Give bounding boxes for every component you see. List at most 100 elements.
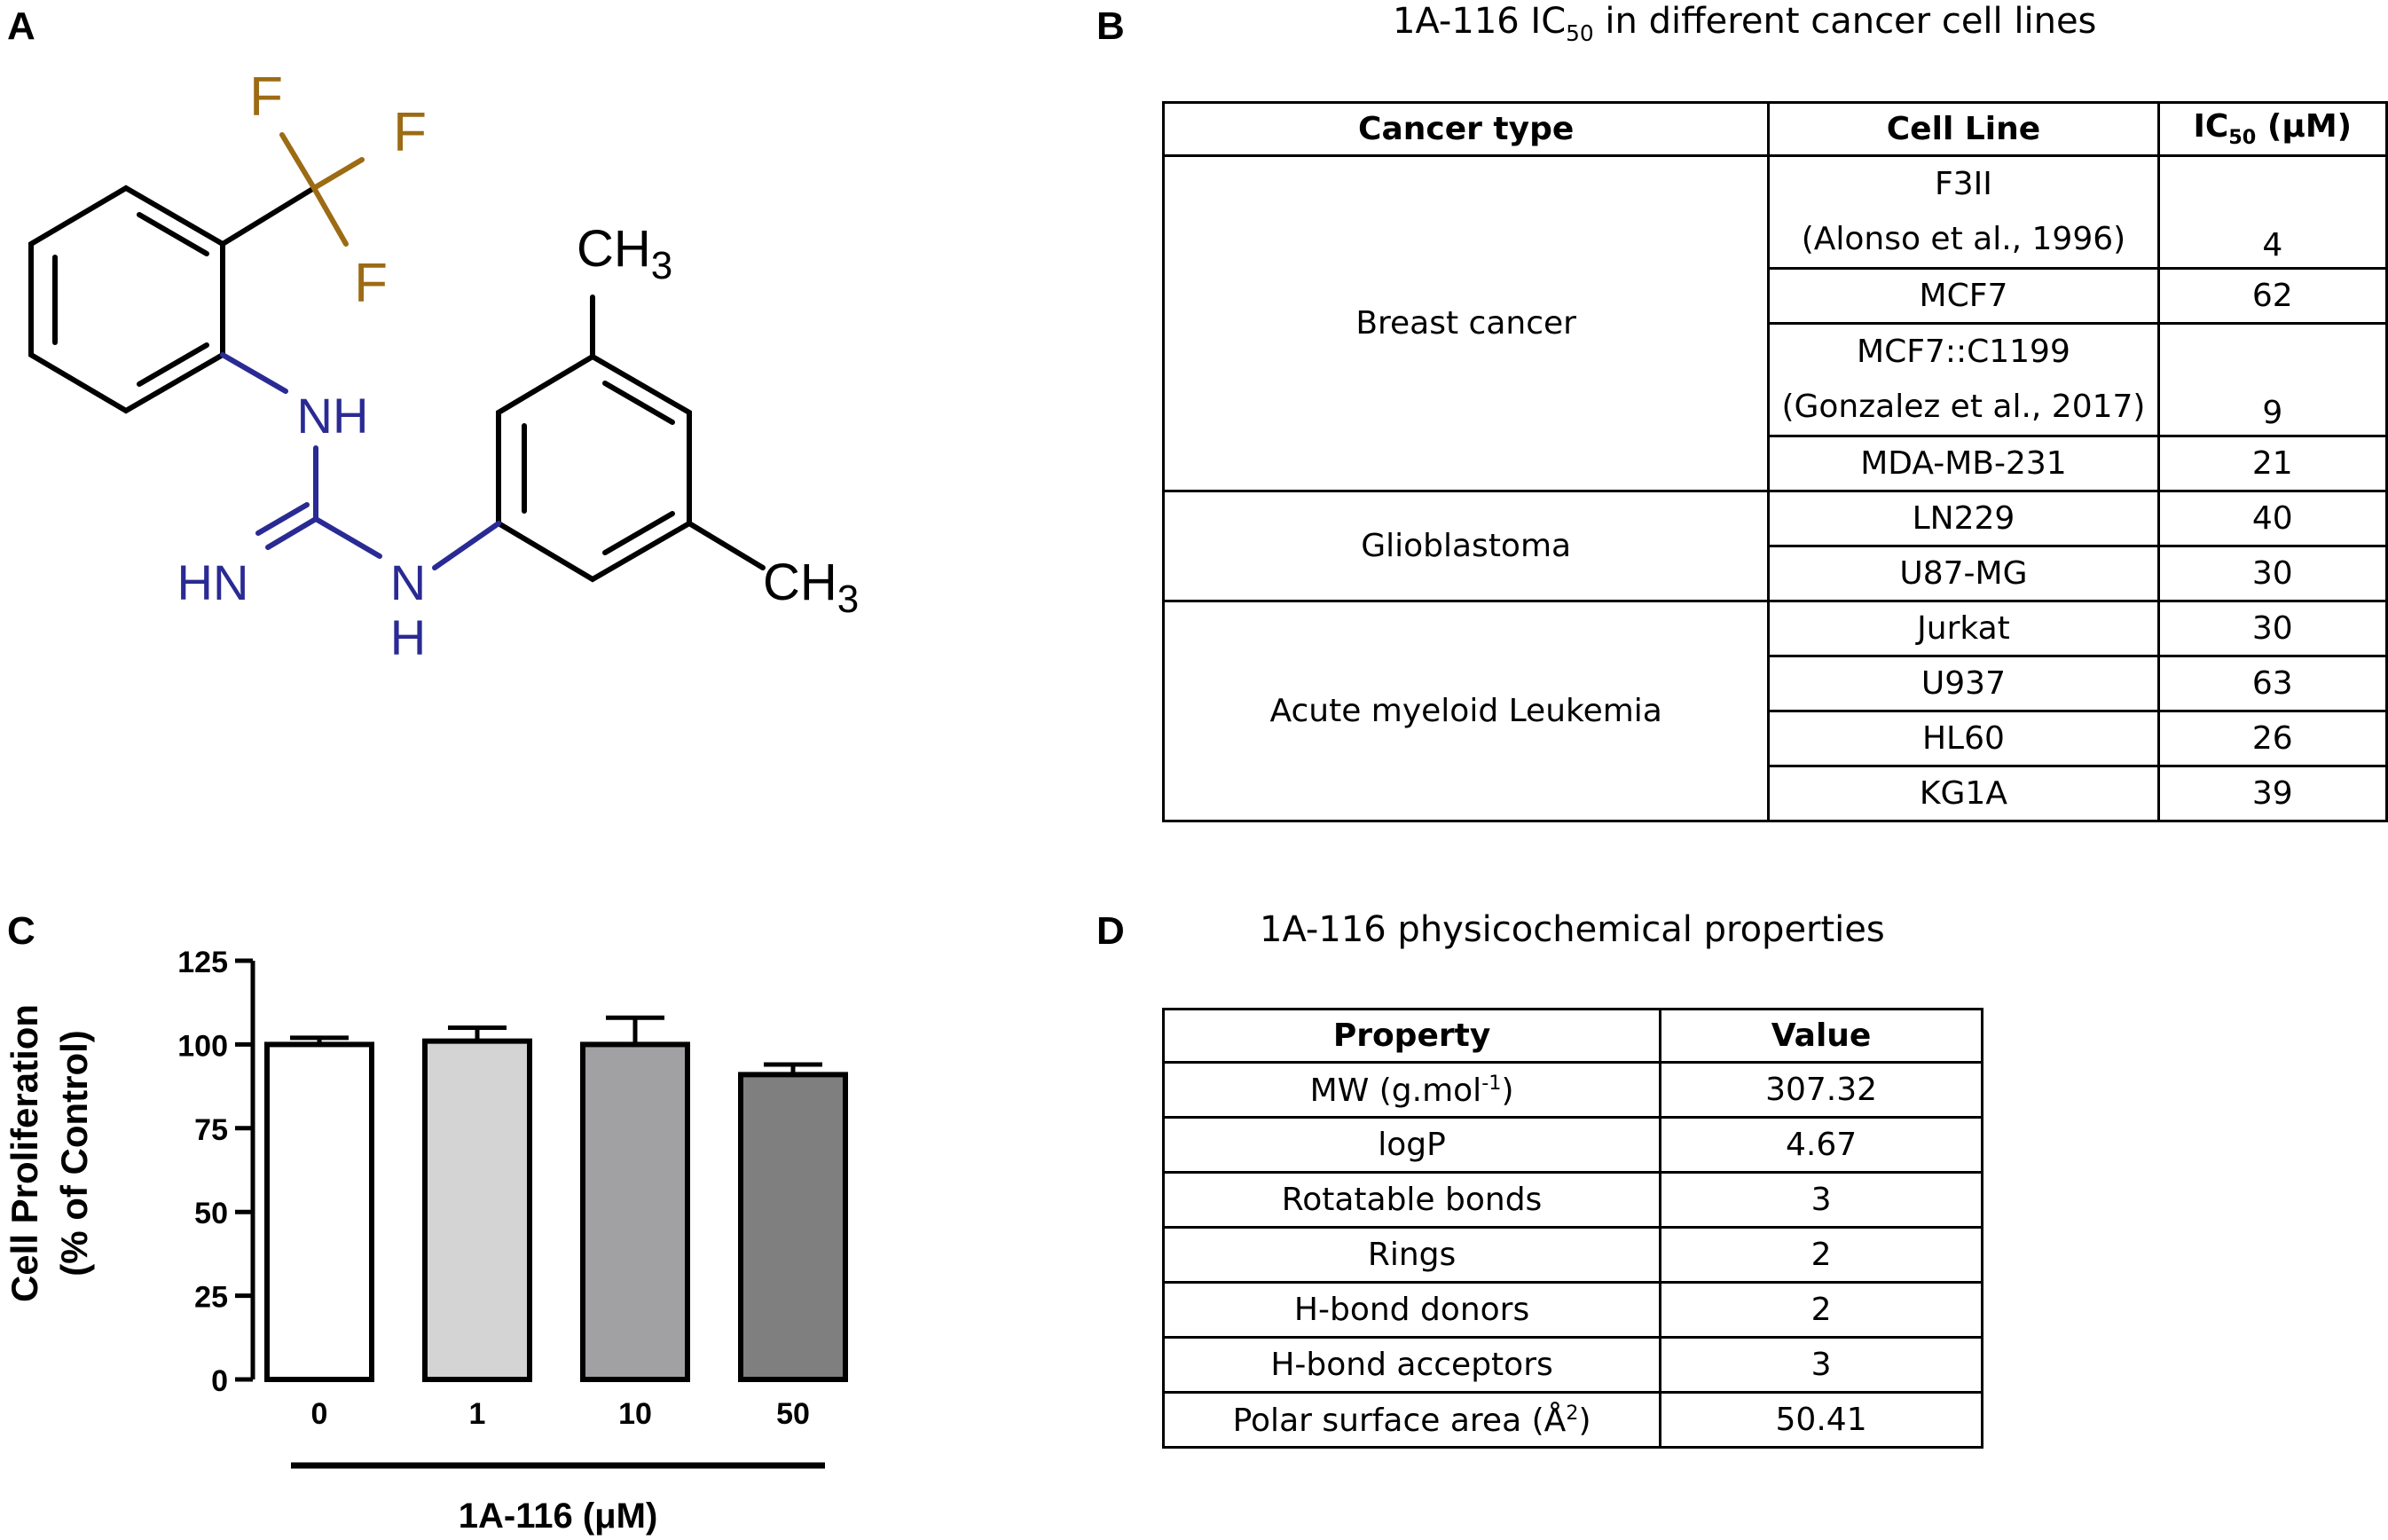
cell-line-cell: U937 <box>1767 655 2160 712</box>
bond-methyl-right <box>687 521 766 570</box>
atom-f3: F <box>354 253 388 314</box>
cf3-bonds <box>279 132 365 247</box>
table-row: Rotatable bonds 3 <box>1161 1171 1983 1229</box>
cell-line-name: HL60 <box>1921 720 2005 757</box>
property-name: MW (g.mol <box>1309 1072 1482 1109</box>
ic50-value-cell: 62 <box>2156 267 2388 325</box>
y-tick-label: 0 <box>211 1364 228 1398</box>
property-value-cell: 307.32 <box>1659 1061 1983 1119</box>
benzene-ring-right <box>496 353 692 583</box>
atom-n: N <box>390 554 426 610</box>
y-axis-label-line2: (% of Control) <box>53 1030 95 1277</box>
inner-bond <box>602 511 675 555</box>
cell-line-cell: U87-MG <box>1767 545 2160 602</box>
cell-line-name: MCF7 <box>1919 278 2008 314</box>
cell-line-cell: MCF7::C1199(Gonzalez et al., 2017) <box>1767 322 2160 437</box>
property-name: Rotatable bonds <box>1281 1182 1543 1218</box>
table-row: H-bond donors 2 <box>1161 1281 1983 1339</box>
bond-ring-cf3 <box>220 185 317 247</box>
ic50-value-cell: 26 <box>2156 710 2388 767</box>
atom-hn: HN <box>177 554 249 610</box>
property-superscript: 2 <box>1566 1401 1579 1425</box>
header-ic50: IC50 (μM) <box>2156 101 2388 157</box>
property-name-cell: Polar surface area (Å2) <box>1161 1391 1662 1449</box>
property-suffix: ) <box>1578 1402 1591 1439</box>
y-tick-label: 125 <box>177 946 228 979</box>
ic50-value-cell: 30 <box>2156 545 2388 602</box>
cancer-type-cell: Glioblastoma <box>1161 490 1771 602</box>
x-axis-label: 1A-116 (μM) <box>459 1497 658 1536</box>
table-row: MCF7::C1199(Gonzalez et al., 2017)9 <box>1164 322 2388 437</box>
property-name: Rings <box>1367 1237 1457 1273</box>
cell-line-name: KG1A <box>1919 775 2007 812</box>
property-name: H-bond acceptors <box>1270 1347 1553 1383</box>
cancer-type-cell: Acute myeloid Leukemia <box>1161 600 1771 822</box>
cell-line-cell: Jurkat <box>1767 600 2160 657</box>
bar <box>422 1038 532 1383</box>
cell-line-name: MCF7::C1199 <box>1857 334 2070 370</box>
x-tick-label: 50 <box>776 1397 810 1431</box>
ic50-table: Cancer type Cell Line IC50 (μM) Breast c… <box>1161 101 2388 822</box>
property-name: H-bond donors <box>1293 1292 1530 1328</box>
atom-h: H <box>390 609 426 665</box>
panel-label-b: B <box>1096 4 1125 48</box>
bar <box>580 1041 690 1383</box>
property-value-cell: 3 <box>1659 1336 1983 1394</box>
cell-line-cell: F3II(Alonso et al., 1996) <box>1767 154 2160 270</box>
header-cancer-type: Cancer type <box>1161 101 1771 157</box>
y-axis-label-line1: Cell Proliferation <box>4 1004 45 1302</box>
ic50-value-cell: 4 <box>2156 154 2388 270</box>
cell-line-name: U937 <box>1921 665 2006 702</box>
property-name: Polar surface area (Å <box>1232 1402 1567 1439</box>
bars <box>264 1015 848 1383</box>
inner-bond <box>602 381 675 425</box>
bar <box>264 1041 374 1383</box>
table-row: Polar surface area (Å2)50.41 <box>1161 1391 1983 1449</box>
x-tick-labels: 0 1 10 50 <box>311 1397 810 1431</box>
property-value-cell: 2 <box>1659 1281 1983 1339</box>
table-row: Rings 2 <box>1161 1226 1983 1284</box>
x-tick-label: 1 <box>469 1397 486 1431</box>
ic50-value-cell: 9 <box>2156 322 2388 437</box>
header-cell-line: Cell Line <box>1767 101 2160 157</box>
panel-label-c: C <box>7 909 35 953</box>
cell-line-cell: HL60 <box>1767 710 2160 767</box>
property-value-cell: 3 <box>1659 1171 1983 1229</box>
property-value-cell: 50.41 <box>1659 1391 1983 1449</box>
cell-line-cell: LN229 <box>1767 490 2160 547</box>
cell-line-name: LN229 <box>1912 500 2015 537</box>
table-row: MW (g.mol-1)307.32 <box>1161 1061 1983 1119</box>
structure-bonds <box>28 185 766 583</box>
property-name-cell: H-bond donors <box>1161 1281 1662 1339</box>
x-tick-label: 0 <box>311 1397 328 1431</box>
y-tick-label: 50 <box>194 1197 228 1230</box>
property-name-cell: Rotatable bonds <box>1161 1171 1662 1229</box>
x-tick-label: 10 <box>618 1397 652 1431</box>
cell-line-name: F3II <box>1935 166 1992 202</box>
cell-line-reference: (Gonzalez et al., 2017) <box>1781 389 2146 425</box>
cell-line-cell: MDA-MB-231 <box>1767 435 2160 492</box>
inner-bond <box>137 342 209 387</box>
property-value-cell: 2 <box>1659 1226 1983 1284</box>
table-row: HL60 26 <box>1164 710 2388 767</box>
ic50-value-cell: 40 <box>2156 490 2388 547</box>
header-property: Property <box>1161 1008 1662 1064</box>
cell-line-name: MDA-MB-231 <box>1860 445 2067 482</box>
atom-f1: F <box>249 67 283 128</box>
cell-line-cell: MCF7 <box>1767 267 2160 325</box>
panel-label-d: D <box>1096 909 1125 953</box>
property-name-cell: MW (g.mol-1) <box>1161 1061 1662 1119</box>
property-name-cell: Rings <box>1161 1226 1662 1284</box>
property-name-cell: H-bond acceptors <box>1161 1336 1662 1394</box>
table-row: H-bond acceptors 3 <box>1161 1336 1983 1394</box>
